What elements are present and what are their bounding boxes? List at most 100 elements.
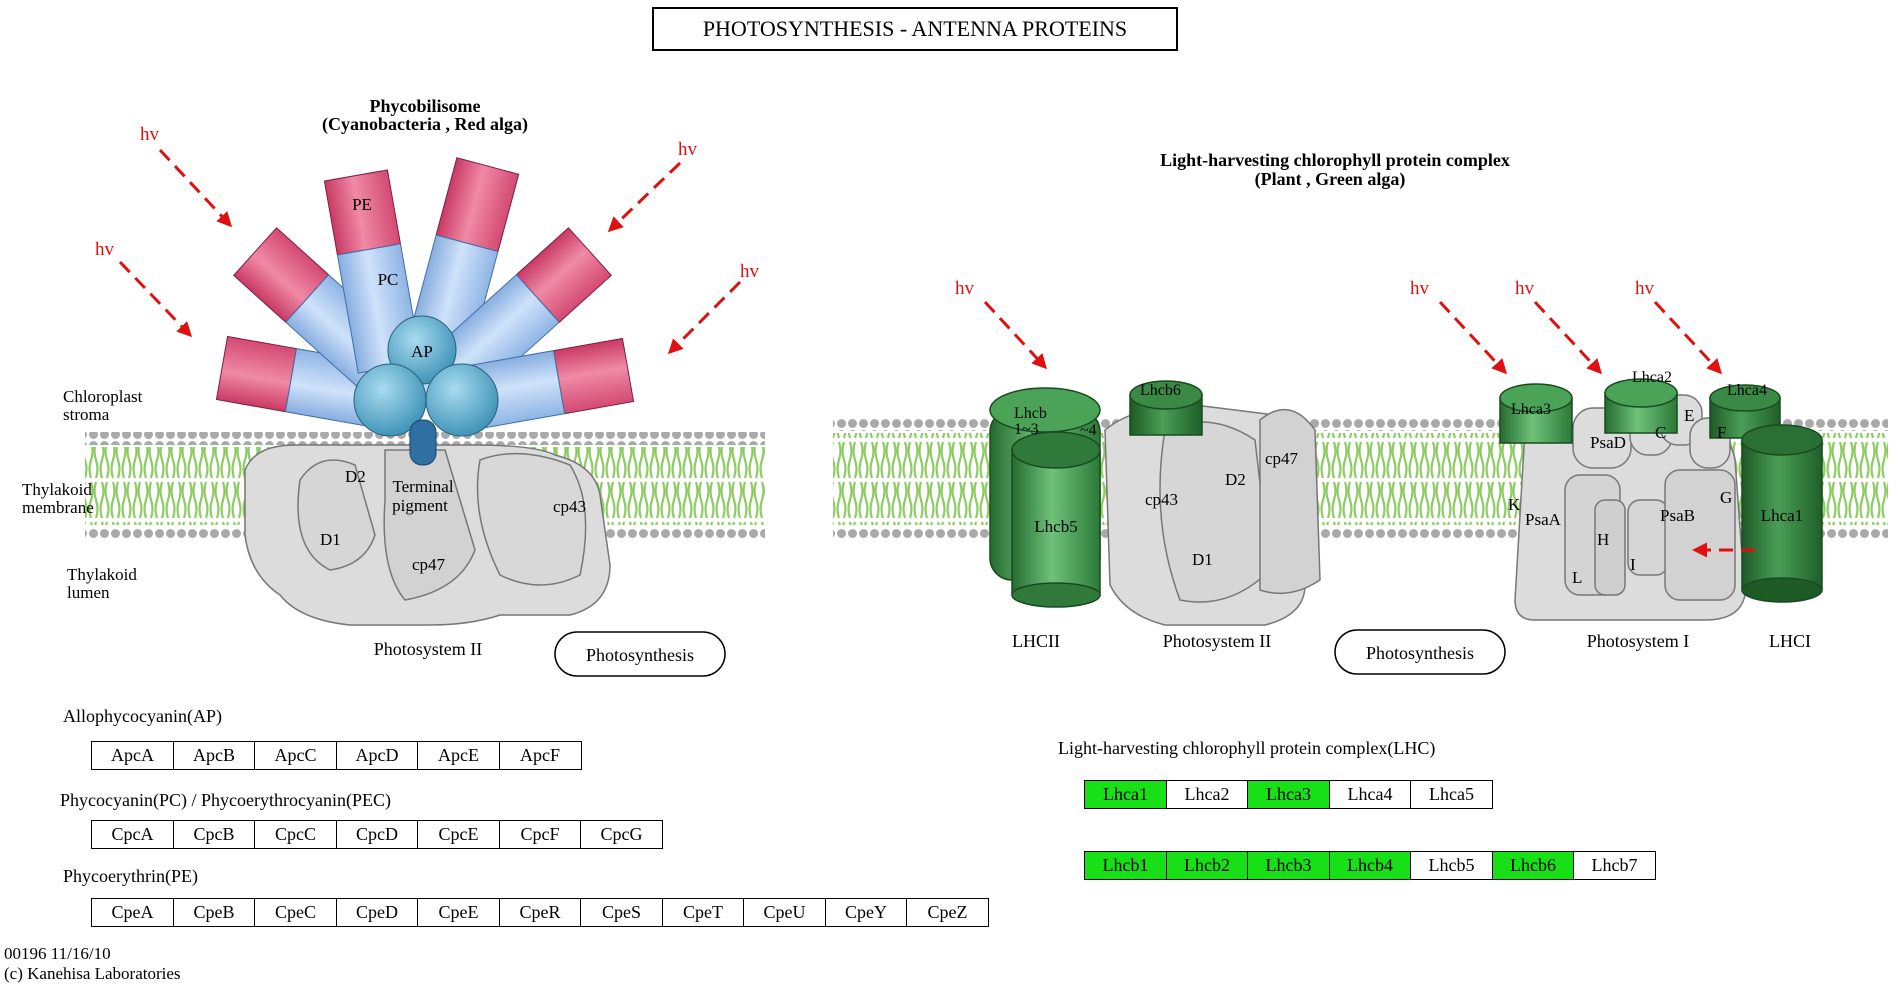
label-hv-l2: hv [95,239,115,260]
group-title-pc: Phycocyanin(PC) / Phycoerythrocyanin(PEC… [60,790,391,810]
gene-box-lhcb2[interactable]: Lhcb2 [1165,851,1249,880]
group-title-ap: Allophycocyanin(AP) [63,706,222,726]
gene-box-lhcb3[interactable]: Lhcb3 [1247,851,1330,880]
gene-box-cpet[interactable]: CpeT [661,898,745,927]
gene-box-apcb[interactable]: ApcB [172,741,256,770]
gene-box-cpca[interactable]: CpcA [91,820,174,849]
gene-box-lhca2[interactable]: Lhca2 [1165,780,1249,809]
footer-id-date: 00196 11/16/10 [4,944,111,963]
gene-box-lhca3[interactable]: Lhca3 [1247,780,1330,809]
gene-box-lhca5[interactable]: Lhca5 [1410,780,1493,809]
label-psad: PsaD [1590,433,1626,452]
gene-box-lhcb1[interactable]: Lhcb1 [1084,851,1167,880]
phycobilisome [215,157,635,466]
label-e: E [1684,406,1694,425]
title-box [652,7,1178,51]
label-lhcb13-2: 1~3 [1014,421,1039,438]
label-psii-right: Photosystem II [1163,631,1272,651]
lhci-complex [1499,378,1823,603]
label-pe: PE [352,195,372,214]
lhcii-complex [989,380,1203,608]
gene-box-apcf[interactable]: ApcF [498,741,582,770]
label-g: G [1720,488,1732,507]
label-stroma-2: stroma [63,405,110,424]
page-title: PHOTOSYNTHESIS - ANTENNA PROTEINS [703,16,1127,41]
label-d2-left: D2 [345,467,366,486]
label-terminal-2: pigment [392,496,448,515]
label-hv-l3: hv [678,139,698,160]
label-membrane-1: Thylakoid [22,480,92,499]
gene-box-cpee[interactable]: CpeE [417,898,500,927]
gene-box-cpcf[interactable]: CpcF [498,820,582,849]
label-lhcb5: Lhcb5 [1034,517,1077,536]
group-title-lhc: Light-harvesting chlorophyll protein com… [1058,738,1436,758]
right-photosynthesis-link-label[interactable]: Photosynthesis [1366,643,1474,663]
label-lhca4: Lhca4 [1727,382,1767,399]
label-cp47-left: cp47 [412,555,446,574]
label-lumen-1: Thylakoid [67,565,137,584]
label-lhca2: Lhca2 [1632,369,1672,386]
gene-box-cpcg[interactable]: CpcG [580,820,663,849]
gene-box-apce[interactable]: ApcE [417,741,500,770]
label-d1-left: D1 [320,530,341,549]
gene-box-lhcb6[interactable]: Lhcb6 [1491,851,1575,880]
group-title-pe: Phycoerythrin(PE) [63,866,198,886]
label-lhca1: Lhca1 [1761,506,1803,525]
left-light-arrows [118,148,742,355]
gene-box-apca[interactable]: ApcA [91,741,174,770]
right-photosystem-ii [1104,404,1321,626]
label-terminal-1: Terminal [392,477,453,496]
label-cp47-right: cp47 [1265,449,1299,468]
gene-box-lhca1[interactable]: Lhca1 [1084,780,1167,809]
left-photosystem-ii [244,444,611,626]
gene-box-cpcd[interactable]: CpcD [335,820,419,849]
label-hv-l1: hv [140,124,160,145]
label-psi: Photosystem I [1587,631,1690,651]
label-i: I [1630,555,1636,574]
gene-box-cped[interactable]: CpeD [335,898,419,927]
label-hv-r3: hv [1515,278,1535,299]
gene-box-cpec[interactable]: CpeC [254,898,337,927]
gene-box-cpes[interactable]: CpeS [580,898,663,927]
gene-box-cpcc[interactable]: CpcC [254,820,337,849]
gene-box-cpeu[interactable]: CpeU [743,898,826,927]
gene-box-cpea[interactable]: CpeA [91,898,174,927]
label-c: C [1655,423,1666,442]
label-hv-r4: hv [1635,278,1655,299]
label-lhca3: Lhca3 [1511,401,1551,418]
gene-box-lhcb4[interactable]: Lhcb4 [1328,851,1412,880]
gene-box-lhca4[interactable]: Lhca4 [1328,780,1412,809]
lhc-heading: Light-harvesting chlorophyll protein com… [1160,150,1510,170]
label-pc: PC [378,270,399,289]
lhc-subheading: (Plant , Green alga) [1255,169,1406,190]
right-photosynthesis-link[interactable] [1334,629,1506,675]
label-stroma-1: Chloroplast [63,387,143,406]
gene-box-cpeb[interactable]: CpeB [172,898,256,927]
gene-box-lhcb7[interactable]: Lhcb7 [1573,851,1656,880]
label-hv-r2: hv [1410,278,1430,299]
gene-box-apcc[interactable]: ApcC [254,741,337,770]
left-photosynthesis-link[interactable] [554,631,726,677]
gene-box-cpez[interactable]: CpeZ [906,898,989,927]
label-hv-r1: hv [955,278,975,299]
gene-box-cpey[interactable]: CpeY [824,898,908,927]
gene-box-cpce[interactable]: CpcE [417,820,500,849]
right-photosystem-i [1514,394,1746,621]
gene-box-lhcb5[interactable]: Lhcb5 [1410,851,1493,880]
left-photosynthesis-link-label[interactable]: Photosynthesis [586,645,694,665]
gene-box-cper[interactable]: CpeR [498,898,582,927]
label-lhcb13-1: Lhcb [1014,405,1047,422]
label-hv-l4: hv [740,261,760,282]
label-k: K [1508,495,1521,514]
gene-box-apcd[interactable]: ApcD [335,741,419,770]
label-lumen-2: lumen [67,583,110,602]
label-f: F [1717,423,1726,442]
label-lhcb6: Lhcb6 [1140,382,1181,399]
label-d2-right: D2 [1225,470,1246,489]
gene-box-cpcb[interactable]: CpcB [172,820,256,849]
label-h: H [1597,530,1609,549]
